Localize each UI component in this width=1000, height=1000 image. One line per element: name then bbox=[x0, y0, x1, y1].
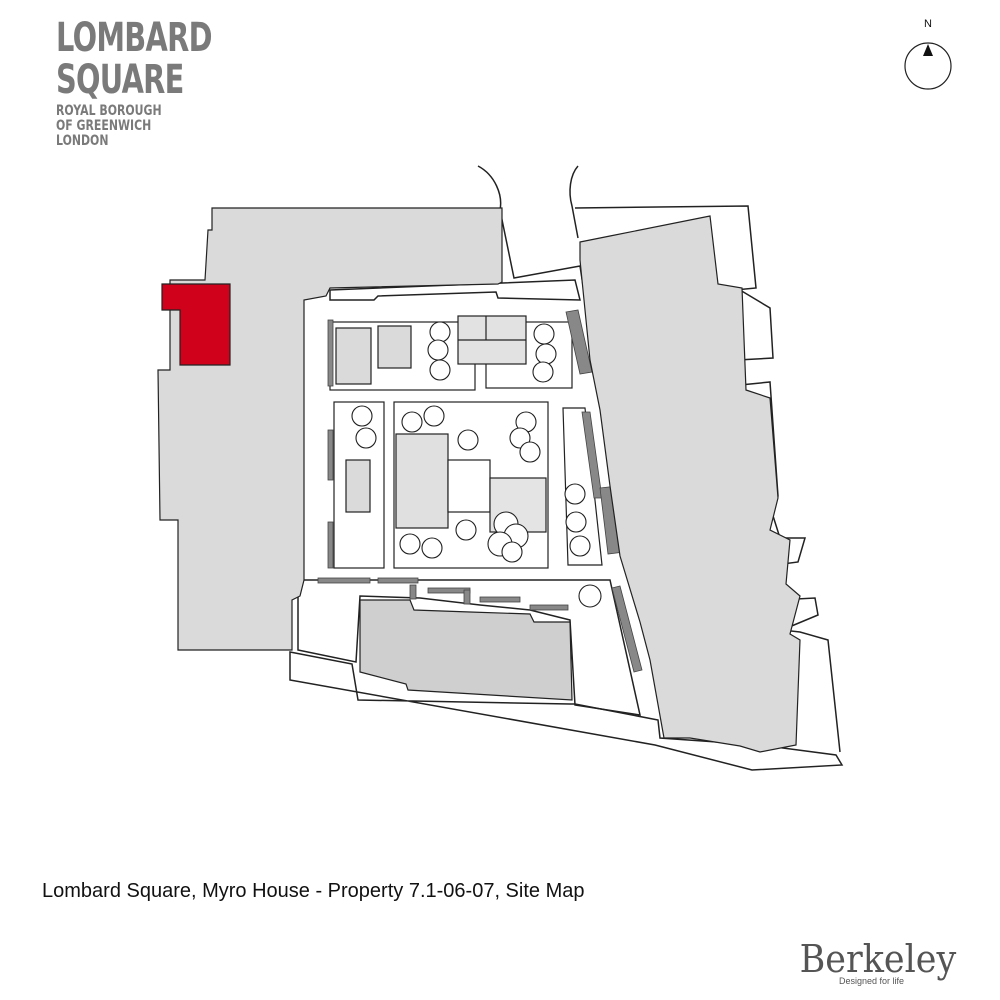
tree-icon bbox=[501, 541, 523, 563]
tree-icon bbox=[427, 339, 449, 361]
north-arrow-icon bbox=[904, 42, 952, 90]
planter bbox=[335, 327, 372, 385]
tree-icon bbox=[429, 359, 451, 381]
map-caption: Lombard Square, Myro House - Property 7.… bbox=[42, 880, 585, 902]
central-structure bbox=[395, 433, 449, 529]
brand-name: Berkeley bbox=[799, 937, 956, 981]
buildings bbox=[157, 207, 801, 753]
selected-property-7.1-06-07[interactable] bbox=[161, 283, 231, 366]
tree-icon bbox=[421, 537, 443, 559]
logo-line-5: LONDON bbox=[56, 133, 109, 149]
tree-icon bbox=[355, 427, 377, 449]
tree-icon bbox=[569, 535, 591, 557]
tree-icon bbox=[533, 323, 555, 345]
tree-icon bbox=[423, 405, 445, 427]
garden-central bbox=[393, 401, 549, 569]
tree-icon bbox=[535, 343, 557, 365]
south-building bbox=[359, 599, 573, 701]
planter bbox=[345, 459, 371, 513]
central-structure bbox=[447, 459, 491, 513]
tree-icon bbox=[519, 441, 541, 463]
courtyard-gardens bbox=[329, 315, 603, 569]
tree-icon bbox=[578, 584, 602, 608]
tree-icon bbox=[564, 483, 586, 505]
logo-line-2: SQUARE bbox=[56, 57, 184, 103]
compass: N bbox=[900, 18, 956, 94]
logo-line-3: ROYAL BOROUGH bbox=[56, 103, 162, 119]
garden-bed-east bbox=[562, 407, 603, 566]
development-logo: LOMBARD SQUARE ROYAL BOROUGH OF GREENWIC… bbox=[56, 18, 272, 148]
myro-house-building bbox=[157, 207, 503, 651]
compass-north-label: N bbox=[924, 18, 932, 30]
site-trees bbox=[351, 321, 602, 608]
garden-bed-west bbox=[333, 401, 385, 569]
tree-icon bbox=[455, 519, 477, 541]
logo-line-1: LOMBARD bbox=[56, 15, 212, 61]
low-walls bbox=[317, 309, 643, 673]
east-building bbox=[579, 215, 801, 753]
brand-tagline: Designed for life bbox=[838, 976, 904, 986]
tree-icon bbox=[351, 405, 373, 427]
brand-logo: Berkeley Designed for life bbox=[786, 940, 956, 986]
tree-icon bbox=[565, 511, 587, 533]
tree-icon bbox=[401, 411, 423, 433]
tree-icon bbox=[457, 429, 479, 451]
tree-icon bbox=[399, 533, 421, 555]
tree-icon bbox=[532, 361, 554, 383]
planter bbox=[377, 325, 412, 369]
tree-icon bbox=[429, 321, 451, 343]
logo-line-4: OF GREENWICH bbox=[56, 118, 152, 134]
